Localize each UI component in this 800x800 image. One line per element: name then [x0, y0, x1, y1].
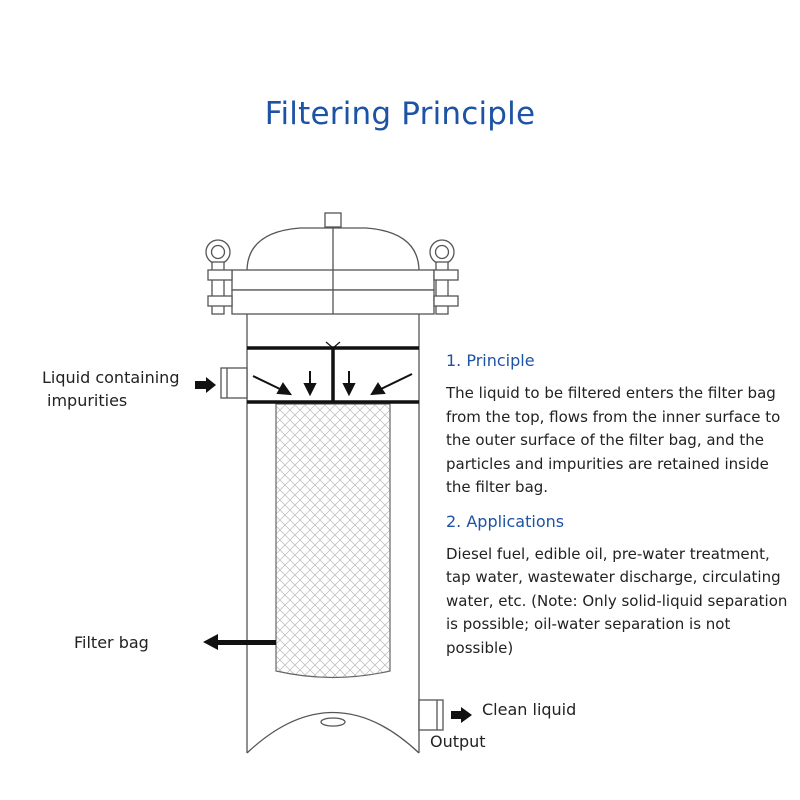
principle-heading: 1. Principle [446, 351, 535, 370]
inlet-label-line1: Liquid containing [42, 368, 180, 387]
filter-bag-mesh [275, 403, 391, 679]
page-title: Filtering Principle [264, 96, 536, 132]
applications-heading: 2. Applications [446, 511, 565, 531]
output-label: Output [430, 732, 486, 751]
filter-bag-label: Filter bag [74, 633, 149, 652]
inlet-label-line2: impurities [47, 391, 128, 410]
principle-text: The liquid to be filtered enters the fil… [446, 384, 781, 496]
applications-text: Diesel fuel, edible oil, pre-water treat… [446, 544, 788, 657]
description-panel: 1. Principle The liquid to be filtered e… [446, 349, 791, 670]
inlet-label: Liquid containing impurities [42, 366, 179, 412]
clean-liquid-label: Clean liquid [482, 700, 577, 719]
